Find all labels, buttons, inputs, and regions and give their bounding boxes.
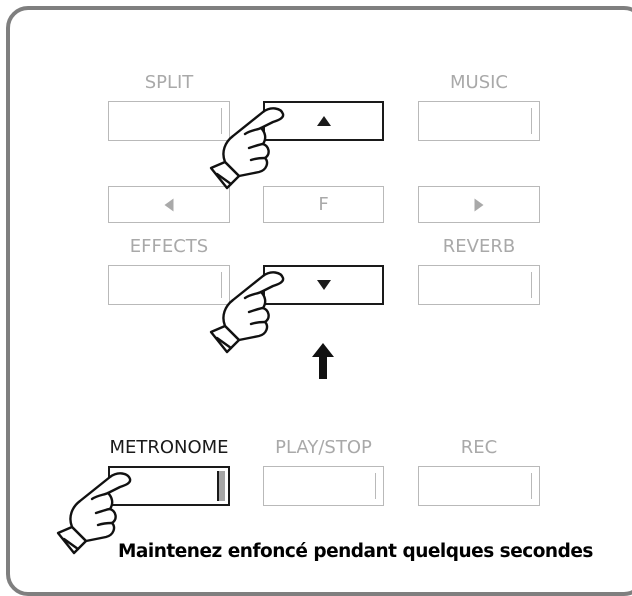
pointing-hand-icon bbox=[209, 107, 285, 190]
f-button[interactable]: F bbox=[263, 186, 384, 223]
instruction-caption: Maintenez enfoncé pendant quelques secon… bbox=[118, 541, 593, 562]
play-stop-label: PLAY/STOP bbox=[275, 437, 372, 458]
metronome-led-indicator bbox=[217, 471, 225, 501]
metronome-button[interactable] bbox=[108, 466, 230, 506]
music-button[interactable] bbox=[418, 101, 540, 141]
reverb-label: REVERB bbox=[442, 236, 516, 257]
split-label: SPLIT bbox=[144, 72, 194, 93]
reverb-button[interactable] bbox=[418, 265, 540, 305]
metronome-label: METRONOME bbox=[109, 437, 229, 458]
triangle-left-icon bbox=[164, 198, 174, 211]
down-button[interactable] bbox=[263, 265, 384, 305]
triangle-right-icon bbox=[474, 198, 484, 211]
effects-button[interactable] bbox=[108, 265, 230, 305]
right-button[interactable] bbox=[418, 186, 540, 223]
effects-label: EFFECTS bbox=[129, 236, 209, 257]
split-button[interactable] bbox=[108, 101, 230, 141]
music-label: MUSIC bbox=[449, 72, 508, 93]
pointing-hand-icon bbox=[209, 271, 285, 354]
play-stop-button[interactable] bbox=[263, 466, 384, 506]
rec-label: REC bbox=[460, 437, 498, 458]
f-label: F bbox=[318, 193, 329, 215]
arrow-up-icon bbox=[312, 343, 334, 379]
triangle-down-icon bbox=[316, 280, 331, 290]
left-button[interactable] bbox=[108, 186, 230, 223]
rec-button[interactable] bbox=[418, 466, 540, 506]
pointing-hand-icon bbox=[56, 472, 132, 555]
triangle-up-icon bbox=[316, 116, 331, 126]
